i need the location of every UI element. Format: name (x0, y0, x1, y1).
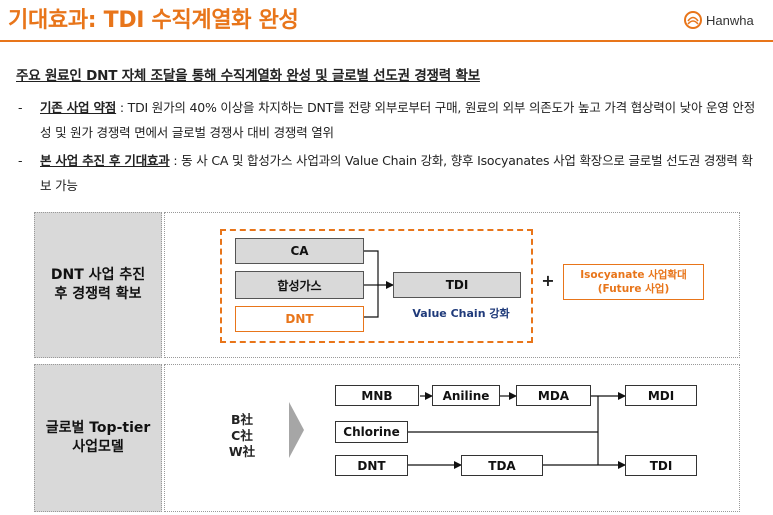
company-b: B社 (230, 412, 254, 427)
company-list: B社 C社 W社 (222, 412, 262, 460)
hanwha-logo-icon (684, 11, 702, 29)
box-chlorine: Chlorine (335, 421, 408, 443)
iso-line2: (Future 사업) (597, 283, 670, 295)
box-mda: MDA (516, 385, 591, 406)
bullet-label: 기존 사업 약점 (40, 100, 117, 115)
logo-text: Hanwha (706, 12, 754, 28)
section2-label-line2: 사업모델 (72, 439, 124, 455)
section2-label: 글로벌 Top-tier 사업모델 (34, 364, 162, 512)
box-tdi: TDI (393, 272, 521, 298)
bullet-weakness: - 기존 사업 약점 : TDI 원가의 40% 이상을 차지하는 DNT를 전… (18, 95, 763, 145)
box-tdi-2: TDI (625, 455, 697, 476)
section2-label-line1: 글로벌 Top-tier (45, 420, 151, 436)
box-mdi: MDI (625, 385, 697, 406)
chevron-arrow-icon (289, 402, 304, 458)
box-aniline: Aniline (432, 385, 500, 406)
bullet-dash: - (18, 100, 23, 115)
box-mnb: MNB (335, 385, 419, 406)
plus-sign: + (541, 271, 555, 290)
title-divider (0, 40, 773, 42)
section1-label-line2: 후 경쟁력 확보 (54, 286, 142, 302)
company-w: W社 (228, 444, 256, 459)
box-dnt: DNT (235, 306, 364, 332)
bullet-dash: - (18, 153, 23, 168)
bullet-text: : TDI 원가의 40% 이상을 차지하는 DNT를 전량 외부로부터 구매,… (40, 100, 756, 140)
box-ca: CA (235, 238, 364, 264)
value-chain-dashed-frame (220, 229, 533, 343)
section1-label-line1: DNT 사업 추진 (50, 267, 146, 283)
bullet-body: 본 사업 추진 후 기대효과 : 동 사 CA 및 합성가스 사업과의 Valu… (40, 148, 763, 198)
bullet-label: 본 사업 추진 후 기대효과 (40, 153, 170, 168)
box-syngas: 합성가스 (235, 271, 364, 299)
company-c: C社 (231, 428, 253, 443)
section-subtitle: 주요 원료인 DNT 자체 조달을 통해 수직계열화 완성 및 글로벌 선도권 … (16, 68, 480, 84)
bullet-expected-effect: - 본 사업 추진 후 기대효과 : 동 사 CA 및 합성가스 사업과의 Va… (18, 148, 763, 198)
bullet-body: 기존 사업 약점 : TDI 원가의 40% 이상을 차지하는 DNT를 전량 … (40, 95, 763, 145)
box-tda: TDA (461, 455, 543, 476)
box-isocyanate-expansion: Isocyanate 사업확대 (Future 사업) (563, 264, 704, 300)
page-title: 기대효과: TDI 수직계열화 완성 (8, 8, 299, 33)
value-chain-label: Value Chain 강화 (412, 307, 510, 320)
bullet-text: : 동 사 CA 및 합성가스 사업과의 Value Chain 강화, 향후 … (40, 153, 753, 193)
iso-line1: Isocyanate 사업확대 (580, 269, 687, 281)
hanwha-logo: Hanwha (683, 9, 754, 31)
box-dnt-2: DNT (335, 455, 408, 476)
